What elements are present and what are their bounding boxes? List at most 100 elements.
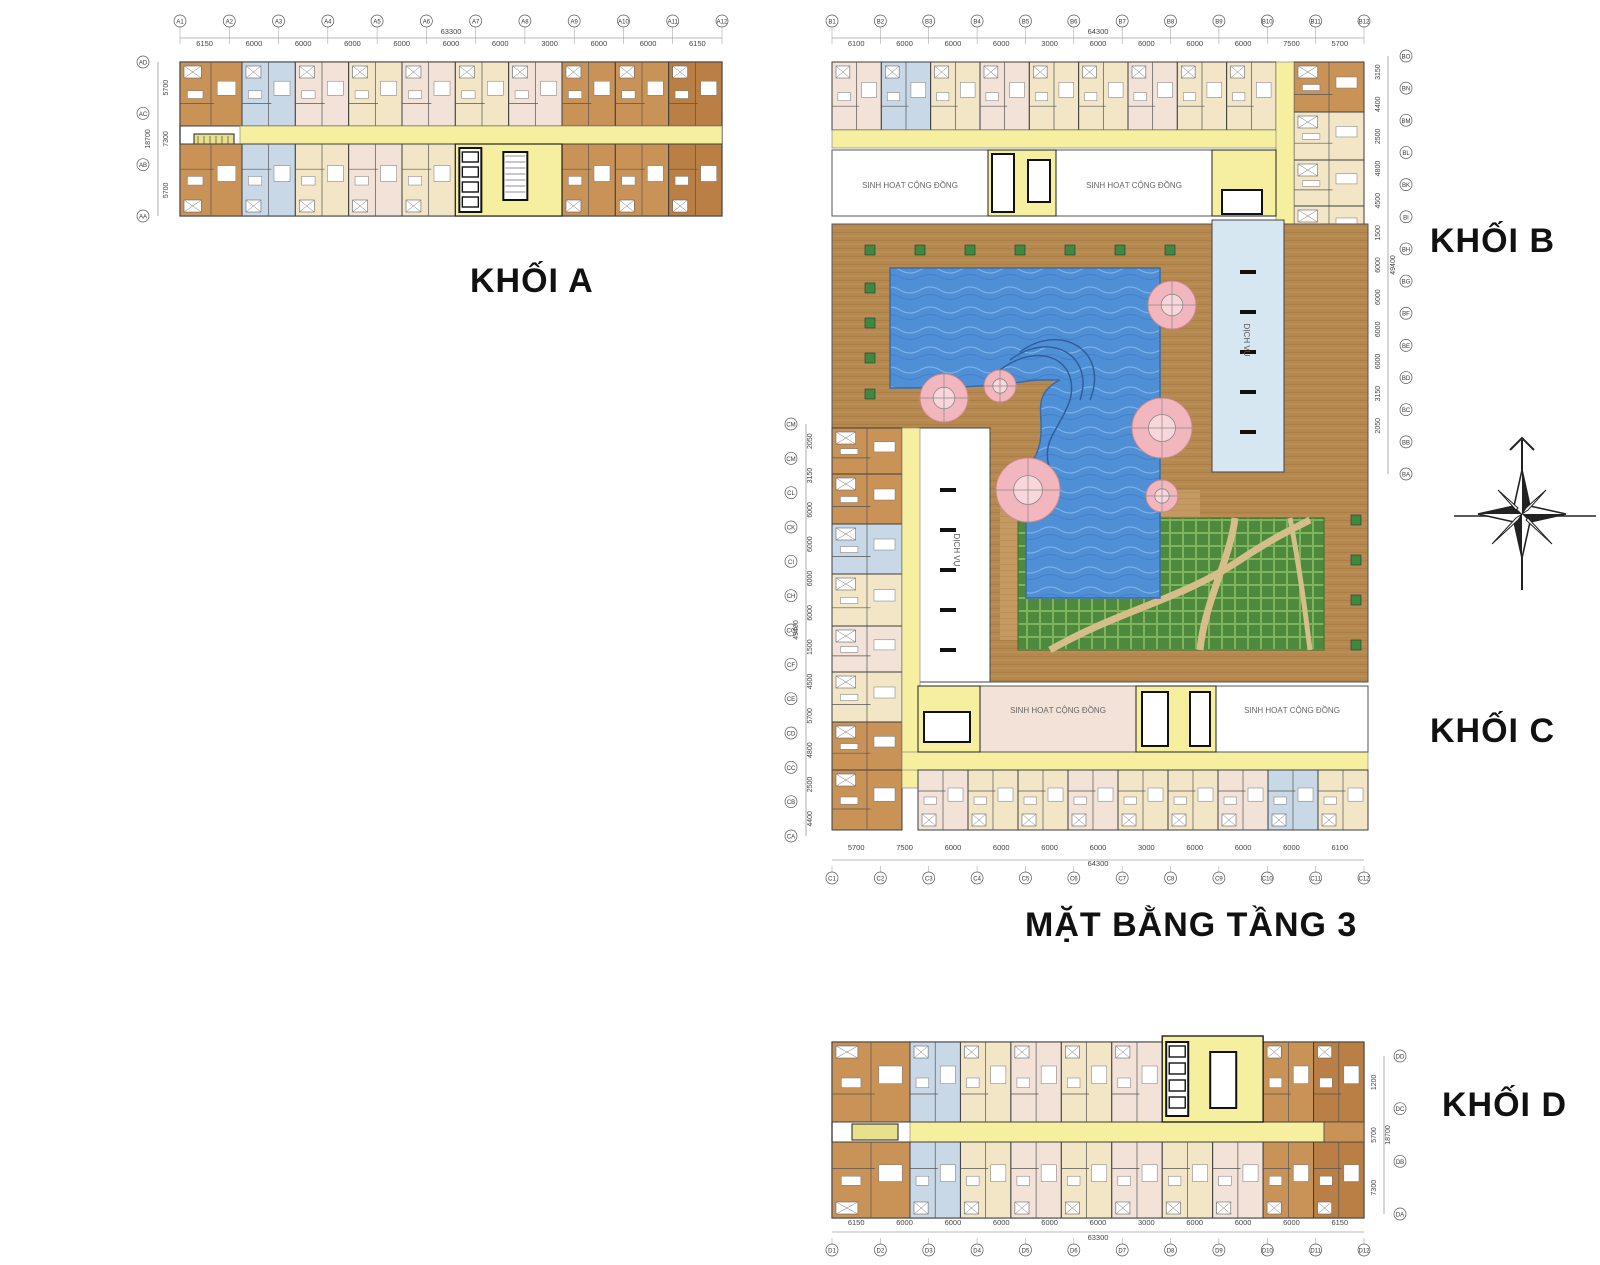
dimension-text: 6150 bbox=[196, 39, 213, 48]
grid-label: D11 bbox=[1310, 1249, 1321, 1255]
stair-core bbox=[1221, 189, 1263, 215]
elevator-shaft bbox=[991, 153, 1015, 213]
fixture bbox=[835, 1045, 858, 1059]
sofa bbox=[1319, 1077, 1333, 1088]
dimension-text: 6000 bbox=[807, 502, 814, 518]
unit-interior bbox=[615, 144, 664, 216]
dimension-text: 6000 bbox=[393, 39, 410, 48]
grid-label: B12 bbox=[1359, 20, 1370, 26]
unit-interior bbox=[930, 62, 976, 130]
grid-bubble bbox=[784, 657, 798, 671]
elevator-car bbox=[1168, 1079, 1186, 1092]
planter bbox=[864, 282, 876, 294]
block-d-title: KHỐI D bbox=[1442, 1086, 1567, 1124]
grid-label: AA bbox=[139, 215, 147, 221]
fixture bbox=[1014, 1201, 1030, 1215]
fixture bbox=[835, 629, 856, 643]
grid-label: AD bbox=[139, 61, 148, 67]
column bbox=[1240, 390, 1256, 394]
grid-label: BN bbox=[1402, 87, 1410, 93]
sofa bbox=[1084, 92, 1098, 102]
fixture bbox=[1181, 65, 1196, 79]
dimension-text: 5700 bbox=[1331, 39, 1348, 48]
column bbox=[1240, 350, 1256, 354]
grid-bubble bbox=[518, 14, 532, 28]
grid-label: D2 bbox=[877, 1249, 885, 1255]
sofa bbox=[568, 90, 582, 99]
grid-bubble bbox=[970, 1243, 984, 1257]
grid-label: CC bbox=[787, 766, 796, 772]
sofa bbox=[837, 92, 851, 102]
unit-interior bbox=[1010, 1142, 1057, 1218]
sofa bbox=[1323, 796, 1337, 805]
building-blocks-layer bbox=[179, 61, 1369, 1219]
dimension-text: 2050 bbox=[1375, 418, 1382, 434]
planter bbox=[864, 388, 876, 400]
unit-interior bbox=[615, 62, 664, 126]
grid-bubble bbox=[922, 871, 936, 885]
elevator-car bbox=[461, 151, 480, 163]
fixture bbox=[1071, 813, 1087, 827]
sofa bbox=[1133, 92, 1147, 102]
bed bbox=[380, 80, 397, 96]
unit-interior bbox=[1294, 112, 1358, 160]
dimension-text: 6000 bbox=[590, 39, 607, 48]
sofa bbox=[1302, 84, 1321, 91]
stair-core bbox=[923, 711, 971, 743]
pool-steps bbox=[999, 354, 1073, 471]
sofa bbox=[1302, 133, 1321, 140]
grid-label: CA bbox=[787, 835, 795, 841]
fixture bbox=[1033, 65, 1048, 79]
fixture bbox=[1317, 1045, 1332, 1059]
fixture bbox=[299, 199, 315, 213]
bed bbox=[990, 1164, 1007, 1182]
grid-bubble bbox=[784, 554, 798, 568]
dimension-text: 2050 bbox=[807, 433, 814, 449]
bed bbox=[1091, 1164, 1107, 1182]
fixture bbox=[1297, 115, 1318, 129]
grid-label: CF bbox=[787, 663, 795, 669]
grid-label: C8 bbox=[1167, 877, 1175, 883]
planter bbox=[1350, 639, 1362, 651]
fixture bbox=[1082, 65, 1097, 79]
fixture bbox=[619, 199, 635, 213]
unit-interior bbox=[832, 770, 896, 830]
grid-bubble bbox=[567, 14, 581, 28]
fixture bbox=[1115, 1045, 1131, 1059]
fixture bbox=[1065, 1045, 1080, 1059]
bed bbox=[1157, 82, 1173, 98]
unit-interior bbox=[832, 722, 896, 770]
dimension-text: 6000 bbox=[993, 39, 1010, 48]
column bbox=[940, 608, 956, 612]
dimension-text: 5700 bbox=[848, 843, 865, 852]
grid-label: C2 bbox=[877, 877, 885, 883]
dimension-text: 6000 bbox=[295, 39, 312, 48]
grid-label: BL bbox=[1402, 151, 1410, 157]
sofa bbox=[840, 597, 859, 604]
unit-interior bbox=[295, 144, 344, 216]
unit-interior bbox=[1111, 1042, 1158, 1122]
fixture bbox=[1166, 1201, 1181, 1215]
dimension-text: 3150 bbox=[807, 468, 814, 484]
block-c-title: KHỐI C bbox=[1430, 712, 1555, 750]
bed bbox=[1247, 787, 1264, 802]
fixture bbox=[1271, 813, 1287, 827]
unit-interior bbox=[1068, 770, 1114, 830]
bed bbox=[873, 639, 896, 651]
unit-interior bbox=[348, 62, 397, 126]
grid-label: BC bbox=[1402, 408, 1411, 414]
dimension-text: 5700 bbox=[163, 80, 170, 96]
dimension-text: 2500 bbox=[1375, 128, 1382, 144]
sofa bbox=[840, 496, 859, 503]
grid-label: CL bbox=[787, 491, 795, 497]
dimension-text: 7500 bbox=[1283, 39, 1300, 48]
sofa bbox=[1016, 1175, 1030, 1186]
dimension-text: 6000 bbox=[1375, 321, 1382, 337]
sofa bbox=[840, 743, 859, 750]
dimension-text: 6150 bbox=[1331, 1218, 1348, 1227]
bed bbox=[873, 787, 896, 802]
service-hall-b-label: DỊCH VỤ bbox=[1242, 324, 1251, 357]
grid-bubble bbox=[784, 417, 798, 431]
unit-interior bbox=[1118, 770, 1164, 830]
